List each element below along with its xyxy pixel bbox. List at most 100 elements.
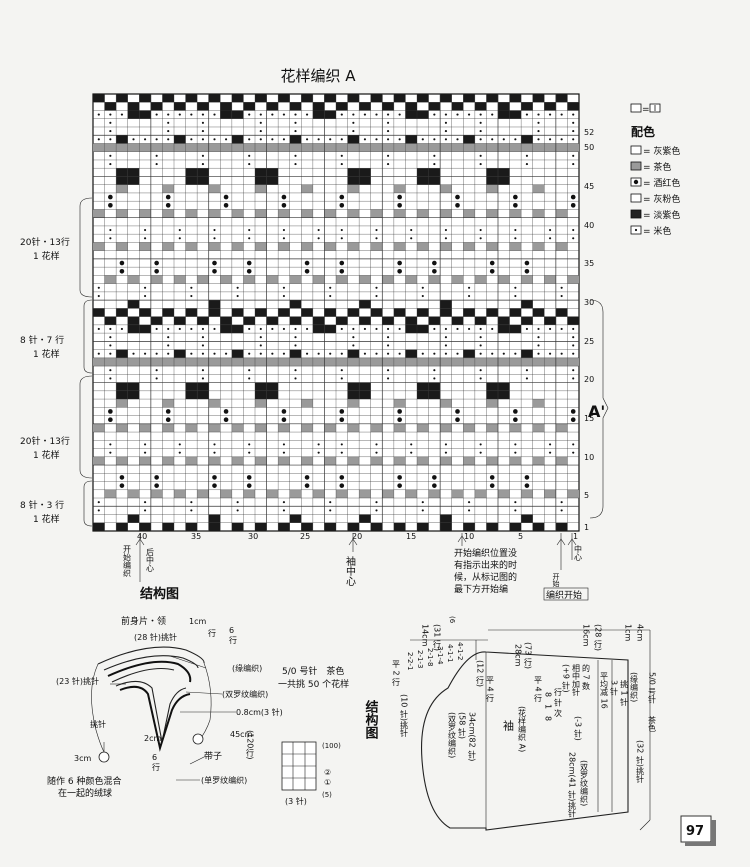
chart-cell <box>255 357 267 367</box>
svg-text:平均减 16: 平均减 16 <box>600 672 609 709</box>
chart-cell <box>201 154 205 157</box>
chart-cell <box>324 522 336 531</box>
svg-text:②: ② <box>324 768 331 777</box>
chart-cell <box>537 344 540 347</box>
chart-cell <box>532 143 545 152</box>
chart-cell <box>375 113 378 116</box>
chart-cell <box>555 242 568 251</box>
chart-cell <box>294 121 297 124</box>
chart-cell <box>375 352 378 355</box>
chart-cell <box>451 143 464 152</box>
chart-cell <box>479 121 482 124</box>
chart-cell <box>397 260 402 266</box>
needle-label: 5/0 号针 茶色 <box>282 665 344 677</box>
chart-cell <box>359 143 371 152</box>
svg-text:1cm: 1cm <box>624 624 633 641</box>
chart-cell <box>532 399 545 408</box>
chart-cell <box>544 275 556 284</box>
svg-text:2cm: 2cm <box>144 734 161 743</box>
chart-cell <box>525 163 529 166</box>
chart-cell <box>560 286 563 289</box>
chart-cell <box>97 352 100 355</box>
chart-cell <box>444 336 448 339</box>
chart-cell <box>498 143 510 152</box>
chart-cell <box>370 423 383 433</box>
chart-cell <box>255 242 267 251</box>
chart-cell <box>119 260 125 266</box>
chart-cell <box>282 443 286 446</box>
chart-cell <box>524 475 530 480</box>
chart-cell <box>397 409 402 414</box>
chart-cell <box>548 451 552 454</box>
chart-cell <box>304 483 310 488</box>
chart-cell <box>201 121 205 124</box>
single-rib-label: (单罗纹编织) <box>201 775 247 785</box>
chart-cell <box>108 417 113 422</box>
chart-cell <box>289 300 302 309</box>
legend-item-brown: = 茶色 <box>630 161 671 173</box>
chart-cell <box>386 121 390 124</box>
chart-cell <box>143 228 147 232</box>
chart-cell <box>197 390 209 400</box>
col-label: 35 <box>191 532 201 541</box>
chart-cell <box>312 489 325 499</box>
legend-label: = 酒红色 <box>643 177 680 189</box>
chart-cell <box>127 357 140 367</box>
chart-cell <box>109 130 112 133</box>
chart-cell <box>572 113 575 116</box>
chart-cell <box>509 308 522 317</box>
chart-cell <box>370 522 383 531</box>
chart-cell <box>231 110 244 119</box>
chart-cell <box>498 390 510 400</box>
chart-cell <box>231 242 244 251</box>
chart-cell <box>428 143 441 152</box>
chart-cell <box>223 417 229 422</box>
chart-cell <box>375 138 378 141</box>
chart-cell <box>301 399 313 408</box>
chart-cell <box>104 143 117 152</box>
chart-cell <box>509 357 522 367</box>
chart-cell <box>155 327 158 331</box>
chart-cell <box>486 357 498 367</box>
chart-cell <box>444 138 448 141</box>
chart-cell <box>223 194 229 200</box>
svg-text:平 4 行: 平 4 行 <box>486 676 495 703</box>
chart-cell <box>259 138 262 141</box>
chart-cell <box>340 163 343 166</box>
chart-cell <box>167 344 170 347</box>
chart-cell <box>109 336 112 339</box>
chart-cell <box>127 176 140 185</box>
chart-cell <box>548 138 552 141</box>
chart-cell <box>560 509 563 512</box>
chart-cell <box>282 113 286 116</box>
chart-cell <box>347 357 360 367</box>
chart-cell <box>236 286 239 289</box>
chart-cell <box>463 308 475 317</box>
chart-cell <box>567 489 579 499</box>
chart-cell <box>305 113 309 116</box>
chart-cell <box>339 409 345 414</box>
chart-cell <box>513 203 518 208</box>
chart-cell <box>220 489 232 499</box>
chart-cell <box>246 483 252 488</box>
chart-cell <box>119 475 125 480</box>
chart-cell <box>281 409 287 414</box>
svg-text:(12 行): (12 行) <box>476 660 485 687</box>
chart-cell <box>278 242 290 251</box>
chart-cell <box>375 451 378 454</box>
col-label: 40 <box>137 532 147 541</box>
chart-cell <box>301 242 313 251</box>
chart-cell <box>259 121 262 124</box>
repeat-total-label: 一共挑 50 个花样 <box>278 678 349 690</box>
chart-cell <box>467 286 471 289</box>
chart-cell <box>572 451 575 454</box>
chart-cell <box>486 308 498 317</box>
chart-cell <box>324 143 336 152</box>
chart-cell <box>271 138 274 141</box>
chart-cell <box>248 228 251 232</box>
chart-cell <box>185 423 198 433</box>
chart-cell <box>428 489 441 499</box>
chart-cell <box>120 327 124 331</box>
chart-cell <box>248 113 251 116</box>
chart-cell <box>185 94 198 103</box>
